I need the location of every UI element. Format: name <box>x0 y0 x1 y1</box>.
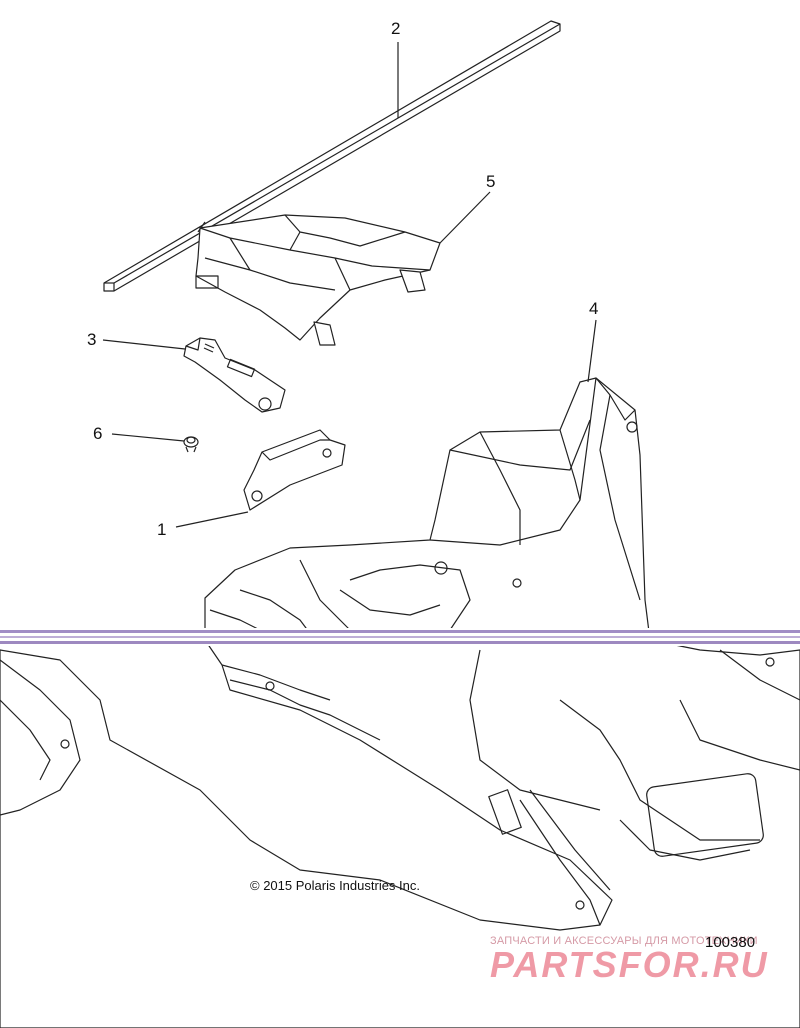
scan-band <box>0 628 800 646</box>
callout-1: 1 <box>157 520 167 539</box>
part-5-cover <box>195 214 441 346</box>
part-3-latch <box>183 337 286 413</box>
callout-4: 4 <box>589 299 599 318</box>
leader-6 <box>111 433 185 442</box>
watermark-caption: ЗАПЧАСТИ И АКСЕССУАРЫ ДЛЯ МОТОТЕХНИКИ <box>490 935 758 947</box>
leader-1 <box>175 511 249 528</box>
figure-number: 100380 <box>705 934 756 951</box>
part-4-body <box>0 377 800 1028</box>
leader-4 <box>587 319 597 383</box>
watermark-brand: PARTSFOR.RU <box>490 944 769 985</box>
part-6-fastener <box>183 436 199 453</box>
part-2-trim-strip <box>103 20 561 292</box>
callout-3: 3 <box>87 330 97 349</box>
copyright-notice: © 2015 Polaris Industries Inc. <box>250 878 420 893</box>
callout-5: 5 <box>486 172 496 191</box>
callout-6: 6 <box>93 424 103 443</box>
callout-2: 2 <box>391 19 401 38</box>
leader-3 <box>102 339 186 350</box>
part-1-bracket <box>243 429 346 511</box>
leader-5 <box>439 191 491 244</box>
